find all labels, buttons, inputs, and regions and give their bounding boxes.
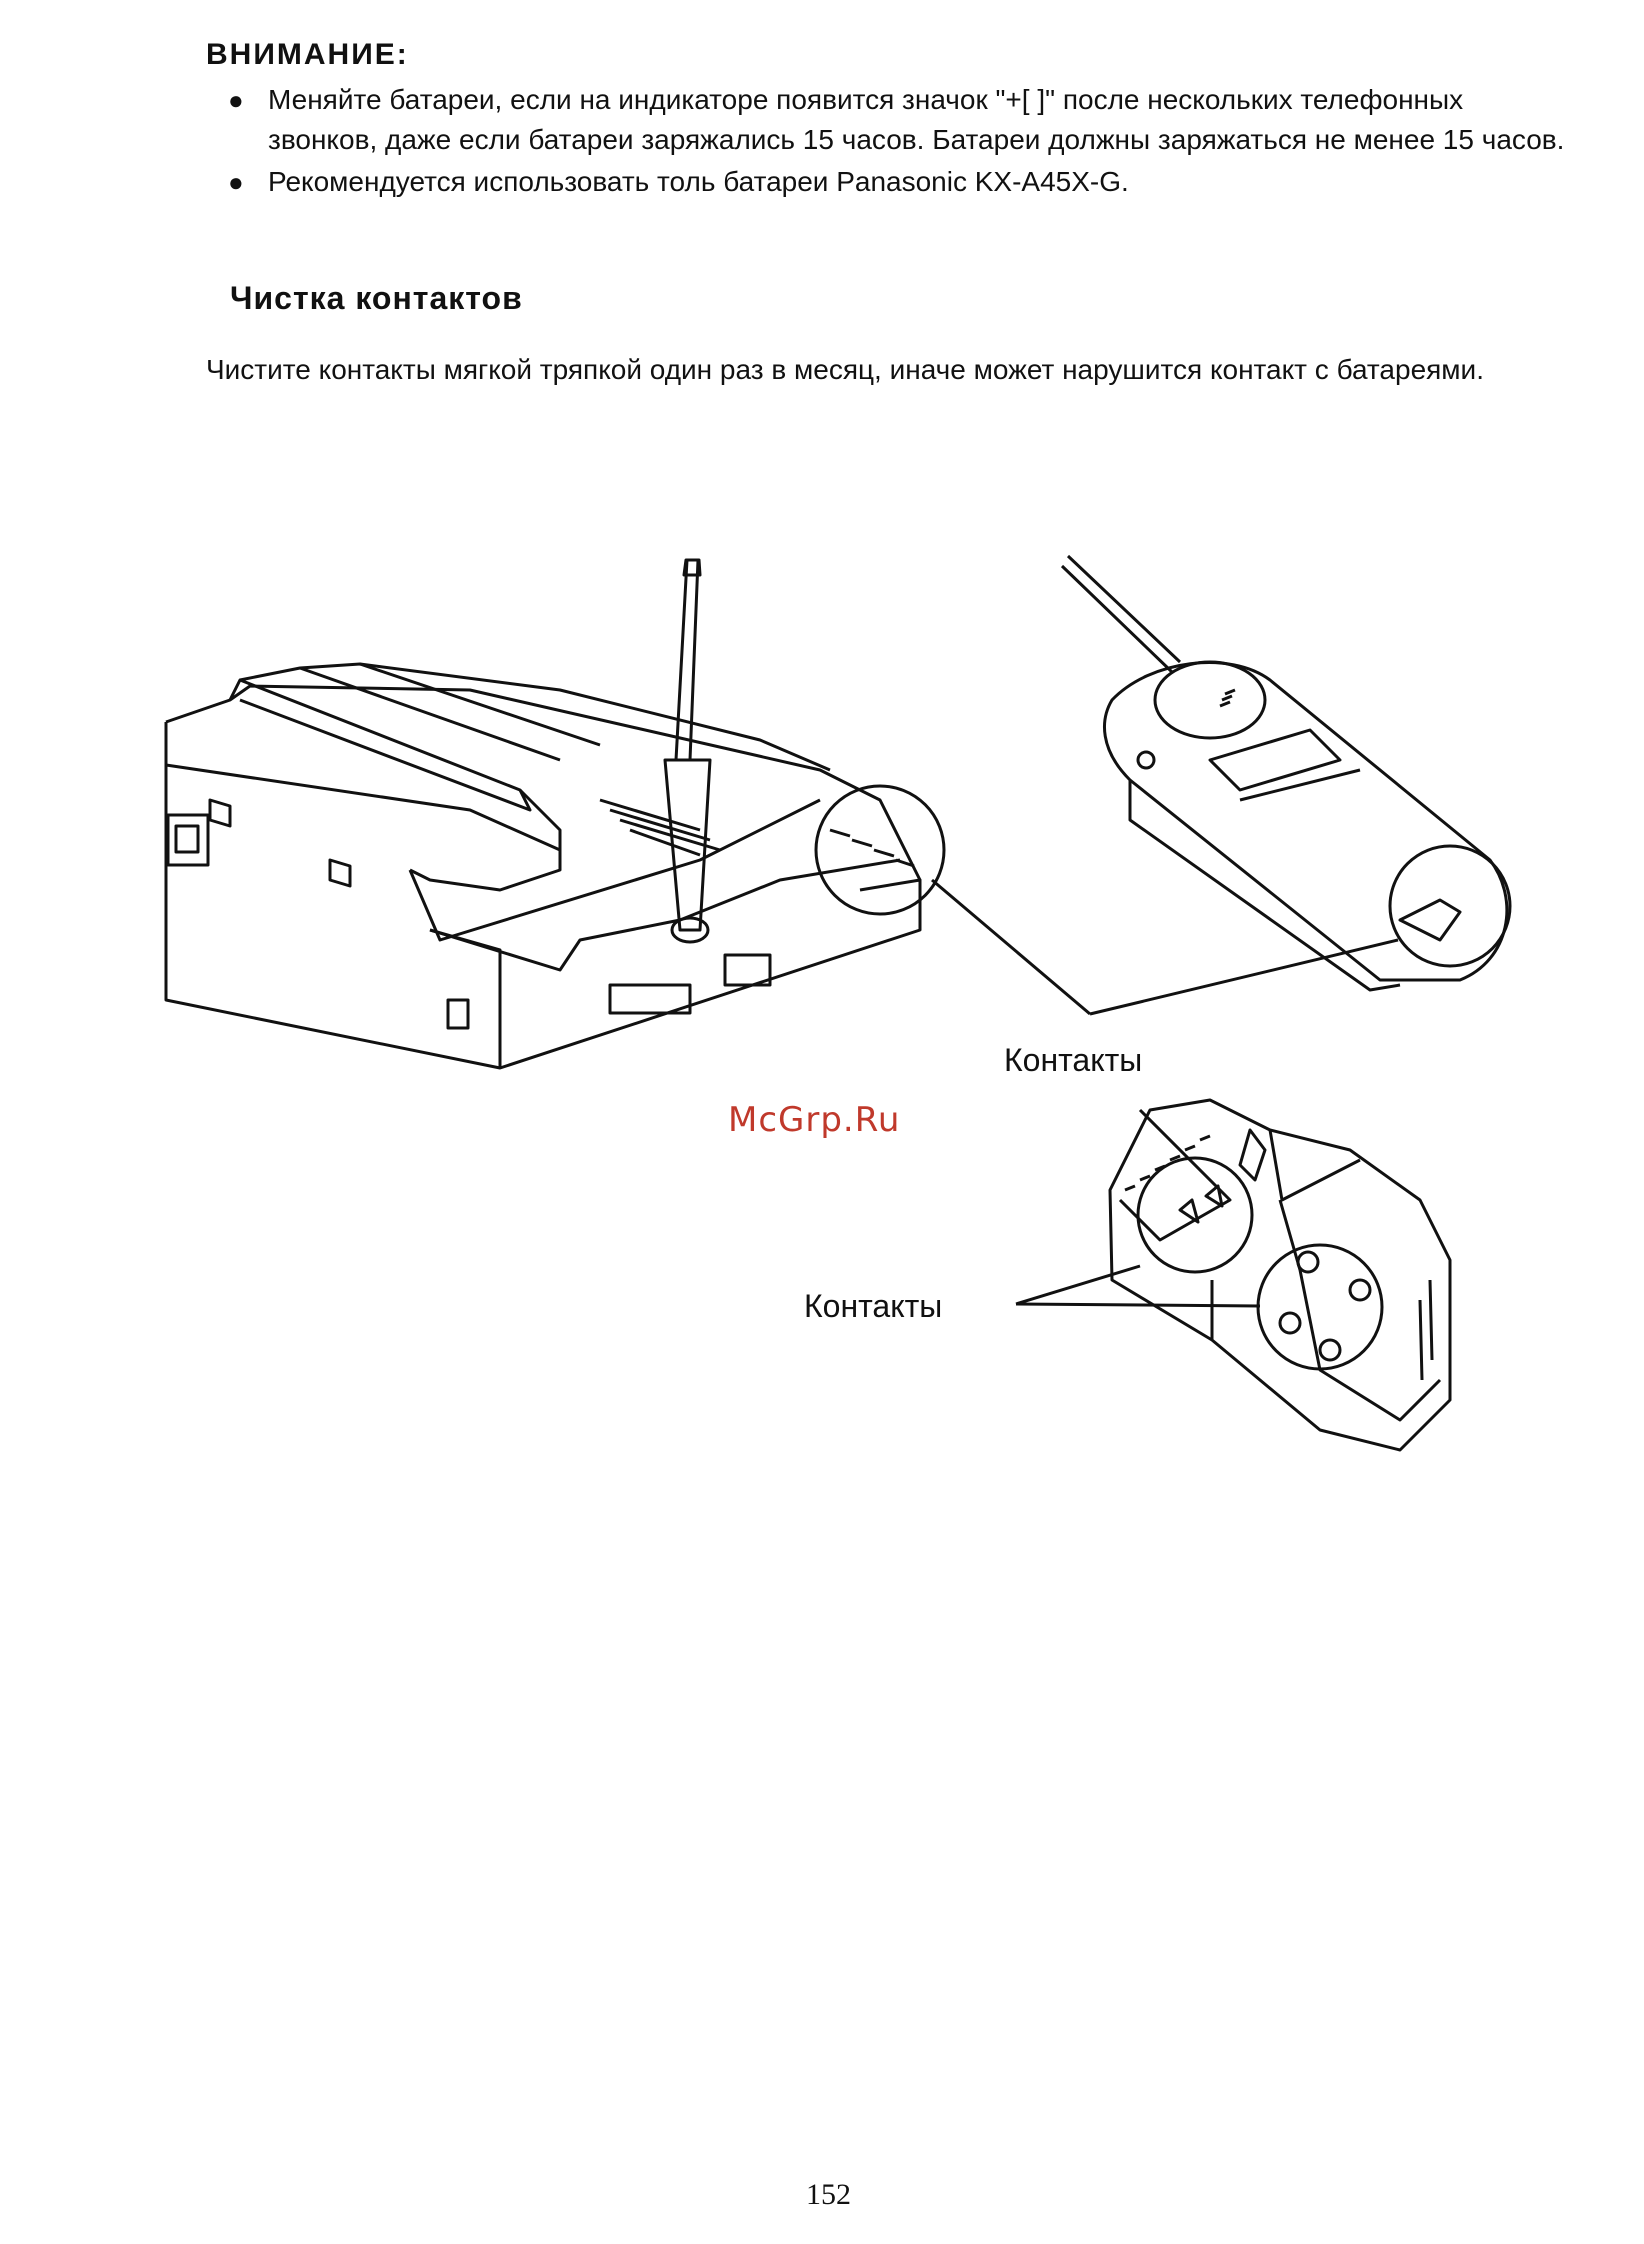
fax-antenna-drawing (663, 558, 712, 944)
warning-item: ● Меняйте батареи, если на индикаторе по… (228, 80, 1568, 160)
section-text: Чистите контакты мягкой тряпкой один раз… (206, 354, 1484, 385)
handset-drawing (1060, 554, 1509, 992)
section-title: Чистка контактов (230, 280, 523, 316)
warning-item-text: Рекомендуется использовать толь батареи … (268, 166, 1129, 197)
watermark: McGrp.Ru (728, 1100, 901, 1140)
fax-contacts-callout (814, 784, 946, 916)
handset-contacts-callout (1388, 844, 1512, 968)
contacts-label-top: Контакты (1004, 1042, 1143, 1078)
bullet-icon: ● (228, 85, 244, 115)
fax-unit-drawing (164, 662, 922, 1070)
charger-drawing (1108, 1098, 1452, 1452)
contacts-label-bottom: Контакты (804, 1288, 943, 1324)
charger-left-callout (1136, 1156, 1254, 1274)
page-number: 152 (806, 2178, 851, 2211)
warning-list: ● Меняйте батареи, если на индикаторе по… (228, 80, 1568, 204)
bullet-icon: ● (228, 167, 244, 197)
warning-title: ВНИМАНИЕ: (206, 38, 409, 71)
warning-item: ● Рекомендуется использовать толь батаре… (228, 162, 1568, 202)
warning-item-text: Меняйте батареи, если на индикаторе появ… (268, 84, 1565, 155)
